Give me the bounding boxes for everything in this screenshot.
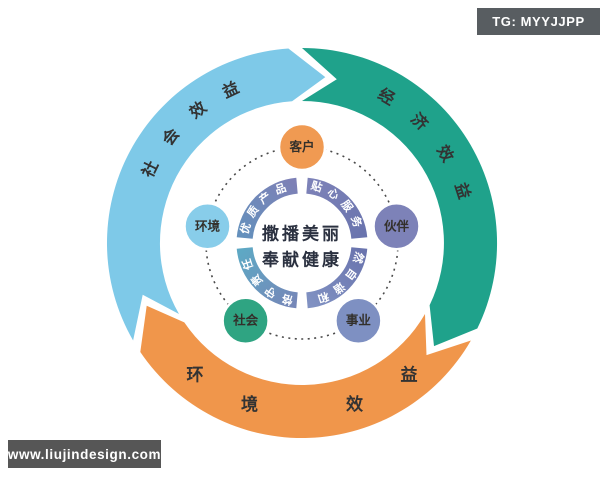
outer-label-char: 效 [346, 394, 363, 414]
stakeholder-label-customer: 客户 [288, 139, 314, 154]
website-badge: www.liujindesign.com [8, 440, 161, 468]
stakeholder-label-partner: 伙伴 [384, 218, 410, 233]
outer-segment-social [106, 48, 326, 341]
stakeholder-label-society: 社会 [232, 313, 259, 328]
outer-label-char: 益 [219, 78, 242, 102]
outer-segment-economic [302, 47, 498, 347]
inner-segment-harmony [305, 246, 368, 309]
outer-label-char: 境 [241, 394, 258, 414]
stakeholder-circle-career [334, 296, 383, 345]
stakeholder-label-environment: 环境 [195, 218, 221, 233]
stakeholder-circle-environment [183, 202, 232, 251]
telegram-badge: TG: MYYJJPP [477, 8, 600, 35]
outer-segment-environmental [140, 305, 471, 439]
outer-label-char: 环 [187, 366, 204, 385]
outer-label-char: 益 [451, 180, 474, 201]
outer-label-environmental: 环境 效 益 [187, 365, 418, 415]
inner-segment-responsibility [236, 246, 299, 309]
center-slogan-line2: 奉献健康 [261, 250, 342, 270]
outer-label-char: 益 [401, 365, 418, 385]
stakeholder-circle-partner [372, 202, 421, 251]
outer-label-char: 社 [138, 158, 163, 182]
inner-segment-quality [236, 177, 299, 240]
stakeholder-circle-society [221, 296, 270, 345]
inner-segment-service [305, 177, 368, 240]
stakeholder-circle-customer [277, 122, 327, 172]
stakeholder-label-career: 事业 [346, 313, 372, 328]
center-slogan-line1: 撒播美丽 [262, 224, 342, 244]
center-disc [254, 195, 350, 291]
